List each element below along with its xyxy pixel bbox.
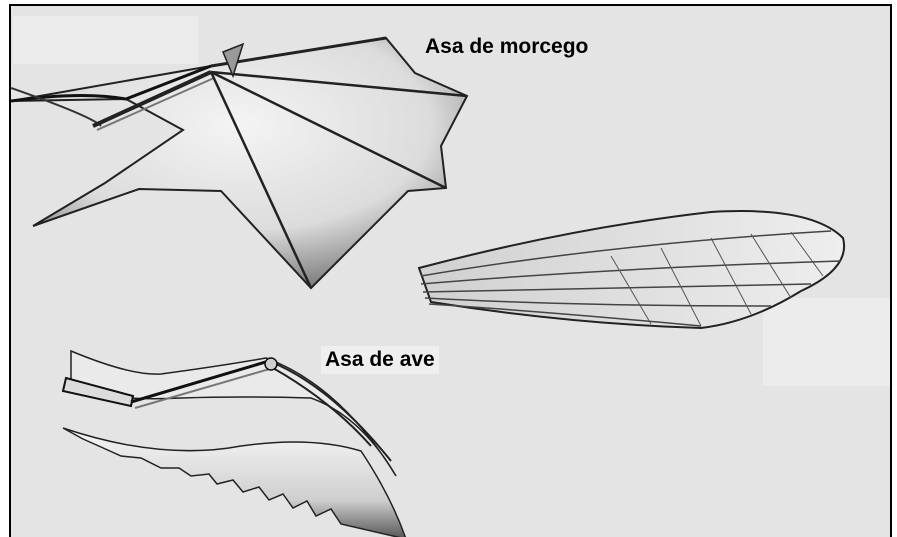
wings-illustration <box>11 6 892 537</box>
insect-wing-drawing <box>419 211 844 328</box>
bird-wing-label: Asa de ave <box>321 346 439 374</box>
bird-wing-drawing <box>63 351 406 537</box>
bat-wing-drawing <box>11 38 467 288</box>
wing-comparison-figure: Asa de morcego Asa de ave <box>9 4 892 537</box>
bat-wing-label: Asa de morcego <box>425 35 588 59</box>
